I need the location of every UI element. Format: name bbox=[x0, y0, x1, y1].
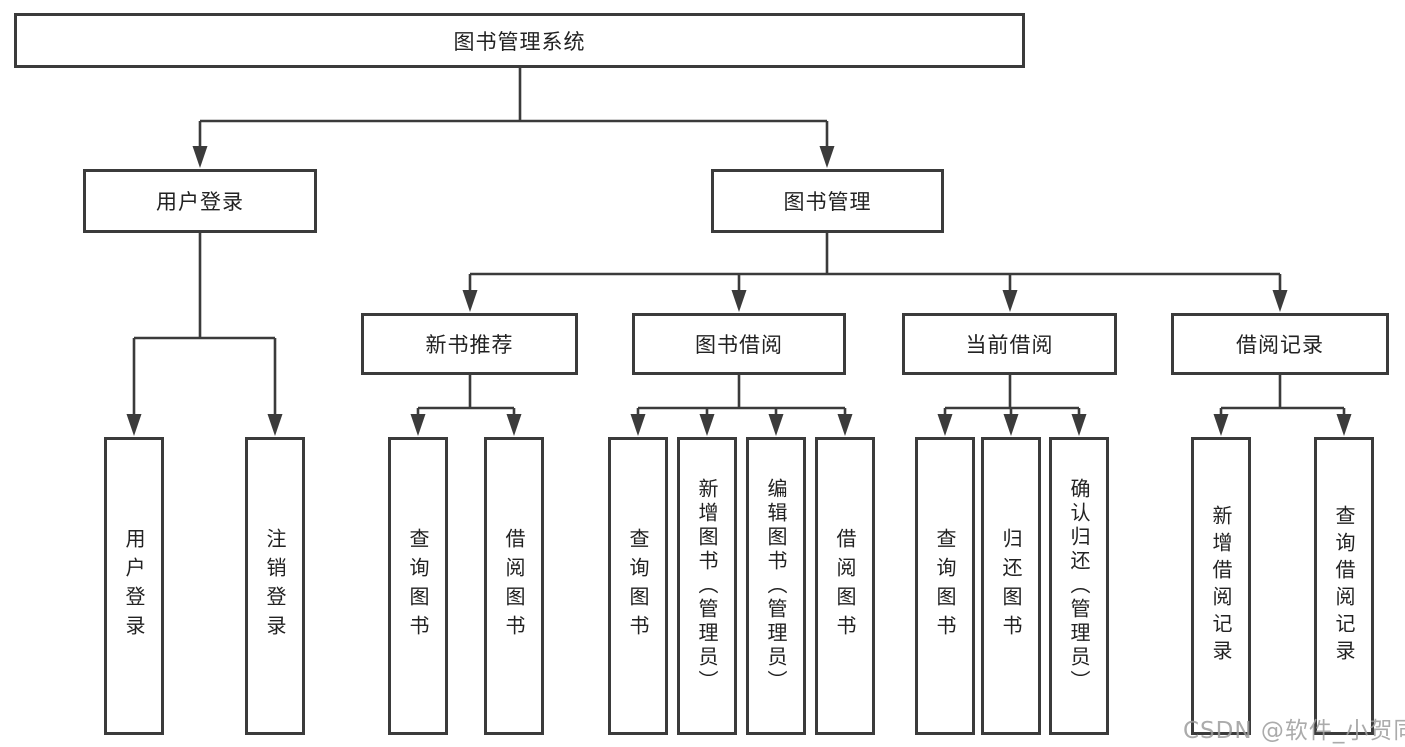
arrowhead-leaf-query-record bbox=[1336, 414, 1352, 436]
node-user-login-label: 用户登录 bbox=[156, 190, 244, 214]
connector-login-branch bbox=[132, 233, 277, 415]
leaf-return-book: 归还图书 bbox=[981, 437, 1041, 735]
node-book-management-label: 图书管理 bbox=[783, 190, 872, 214]
connector-root-to-level2 bbox=[198, 68, 829, 147]
node-new-books: 新书推荐 bbox=[361, 313, 578, 375]
arrowhead-user-login bbox=[192, 146, 208, 168]
node-borrow-records: 借阅记录 bbox=[1171, 313, 1389, 375]
arrowhead-leaf-query-1 bbox=[410, 414, 426, 436]
leaf-user-login: 用户登录 bbox=[104, 437, 164, 735]
connector-records-branch bbox=[1219, 375, 1346, 415]
leaf-confirm-return-admin-label: 确认归还（管理员） bbox=[1067, 478, 1091, 694]
node-user-login: 用户登录 bbox=[83, 169, 317, 233]
connector-management-to-sections bbox=[468, 233, 1282, 291]
arrowhead-new-books bbox=[462, 290, 478, 312]
leaf-confirm-return-admin: 确认归还（管理员） bbox=[1049, 437, 1109, 735]
arrowhead-book-management bbox=[819, 146, 835, 168]
leaf-query-books-3: 查询图书 bbox=[915, 437, 975, 735]
csdn-watermark: CSDN @软件_小贺同学 bbox=[1183, 718, 1405, 744]
arrowhead-current-borrow bbox=[1002, 290, 1018, 312]
leaf-edit-book-admin: 编辑图书（管理员） bbox=[746, 437, 806, 735]
leaf-edit-book-admin-label: 编辑图书（管理员） bbox=[764, 478, 788, 694]
arrowhead-leaf-return bbox=[1003, 414, 1019, 436]
node-book-borrow: 图书借阅 bbox=[632, 313, 846, 375]
arrowhead-borrow-records bbox=[1272, 290, 1288, 312]
arrowhead-leaf-login bbox=[126, 414, 142, 436]
leaf-query-books-3-label: 查询图书 bbox=[933, 528, 957, 644]
node-new-books-label: 新书推荐 bbox=[425, 333, 514, 357]
leaf-add-book-admin-label: 新增图书（管理员） bbox=[695, 478, 719, 694]
arrowhead-leaf-query-3 bbox=[937, 414, 953, 436]
arrowhead-leaf-add-book bbox=[699, 414, 715, 436]
node-book-borrow-label: 图书借阅 bbox=[695, 333, 783, 357]
leaf-logout-label: 注销登录 bbox=[263, 528, 287, 644]
node-root-system: 图书管理系统 bbox=[14, 13, 1025, 68]
node-root-system-label: 图书管理系统 bbox=[453, 29, 586, 54]
leaf-add-book-admin: 新增图书（管理员） bbox=[677, 437, 737, 735]
arrowhead-leaf-query-2 bbox=[630, 414, 646, 436]
node-borrow-records-label: 借阅记录 bbox=[1236, 333, 1324, 357]
leaf-borrow-books-2: 借阅图书 bbox=[815, 437, 875, 735]
leaf-add-borrow-record: 新增借阅记录 bbox=[1191, 437, 1251, 735]
connector-borrow-branch bbox=[636, 375, 847, 415]
arrowhead-leaf-logout bbox=[267, 414, 283, 436]
leaf-query-books-2-label: 查询图书 bbox=[626, 528, 650, 644]
node-current-borrow-label: 当前借阅 bbox=[965, 333, 1054, 357]
arrowhead-leaf-confirm-return bbox=[1071, 414, 1087, 436]
leaf-logout: 注销登录 bbox=[245, 437, 305, 735]
arrowhead-leaf-edit-book bbox=[768, 414, 784, 436]
leaf-borrow-books-1: 借阅图书 bbox=[484, 437, 544, 735]
leaf-query-borrow-record: 查询借阅记录 bbox=[1314, 437, 1374, 735]
leaf-query-borrow-record-label: 查询借阅记录 bbox=[1332, 505, 1356, 667]
leaf-query-books-1-label: 查询图书 bbox=[406, 528, 430, 644]
connector-new-books-branch bbox=[416, 375, 516, 415]
arrowhead-book-borrow bbox=[731, 290, 747, 312]
arrowheads bbox=[126, 146, 1352, 436]
arrowhead-leaf-borrow-1 bbox=[506, 414, 522, 436]
leaf-borrow-books-1-label: 借阅图书 bbox=[502, 528, 526, 644]
leaf-query-books-1: 查询图书 bbox=[388, 437, 448, 735]
leaf-user-login-label: 用户登录 bbox=[122, 528, 146, 644]
node-book-management: 图书管理 bbox=[711, 169, 944, 233]
leaf-borrow-books-2-label: 借阅图书 bbox=[833, 528, 857, 644]
node-current-borrow: 当前借阅 bbox=[902, 313, 1117, 375]
leaf-query-books-2: 查询图书 bbox=[608, 437, 668, 735]
leaf-add-borrow-record-label: 新增借阅记录 bbox=[1209, 505, 1233, 667]
connector-current-branch bbox=[943, 375, 1081, 415]
leaf-return-book-label: 归还图书 bbox=[999, 528, 1023, 644]
arrowhead-leaf-add-record bbox=[1213, 414, 1229, 436]
arrowhead-leaf-borrow-2 bbox=[837, 414, 853, 436]
